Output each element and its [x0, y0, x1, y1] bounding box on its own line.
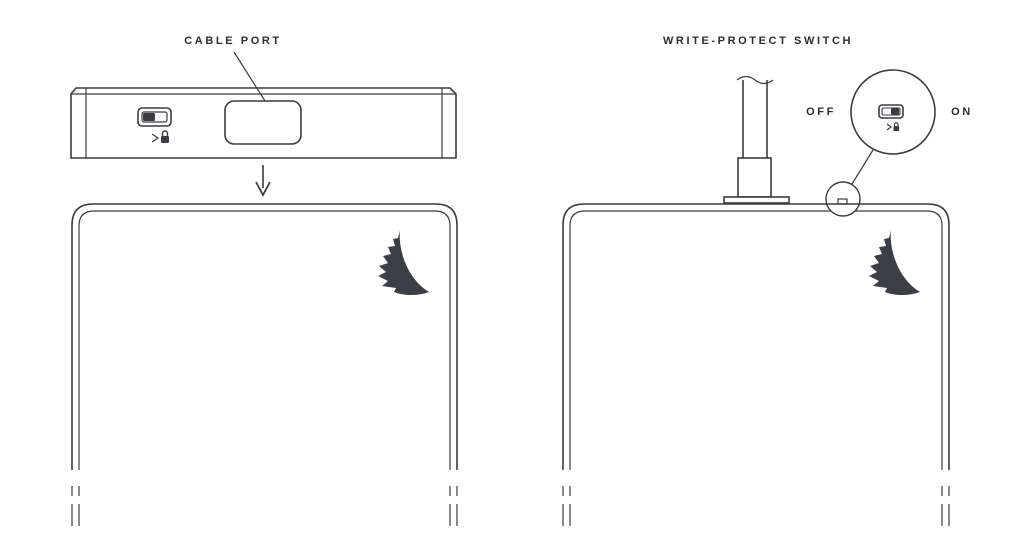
card-body-outer [562, 203, 950, 470]
lock-indicator [151, 130, 169, 143]
card-body-inner [78, 210, 451, 470]
cable [723, 75, 790, 204]
switch-housing [137, 107, 172, 127]
arrow-down-icon [255, 165, 271, 197]
chevron-right-icon [886, 123, 892, 131]
card-continuation-marks [562, 486, 950, 526]
cable-port-label: CABLE PORT [184, 35, 282, 47]
angelbird-wing-logo [378, 230, 429, 295]
card-body-right [562, 203, 950, 526]
card-continuation-marks [71, 486, 458, 526]
lock-icon [893, 122, 900, 131]
switch-knob [143, 113, 155, 121]
left-figure: CABLE PORT [70, 35, 458, 526]
angelbird-wing-logo [869, 230, 920, 295]
cable-connector-plate [723, 196, 790, 204]
right-figure: WRITE-PROTECT SWITCH [562, 35, 973, 526]
card-body-inner [569, 210, 943, 470]
switch-knob-zoom [891, 108, 899, 115]
chevron-right-icon [151, 133, 160, 143]
card-body-left [71, 203, 458, 526]
switch-magnifier [850, 69, 936, 155]
switch-on-label: ON [951, 106, 973, 118]
switch-track [141, 111, 168, 123]
switch-track-zoom [881, 107, 901, 116]
card-body-outer [71, 203, 458, 470]
switch-housing-zoom [878, 104, 904, 119]
lock-icon [161, 130, 169, 143]
write-protect-switch [137, 107, 172, 127]
switch-off-label: OFF [806, 106, 836, 118]
switch-location-marker [825, 181, 861, 217]
cable-port-leader-line [233, 51, 266, 102]
cable-connector [737, 157, 772, 198]
write-protect-switch-label: WRITE-PROTECT SWITCH [663, 35, 853, 47]
card-end-view [70, 87, 457, 159]
magnifier-leader-line [851, 149, 874, 185]
cable-port [224, 100, 302, 145]
